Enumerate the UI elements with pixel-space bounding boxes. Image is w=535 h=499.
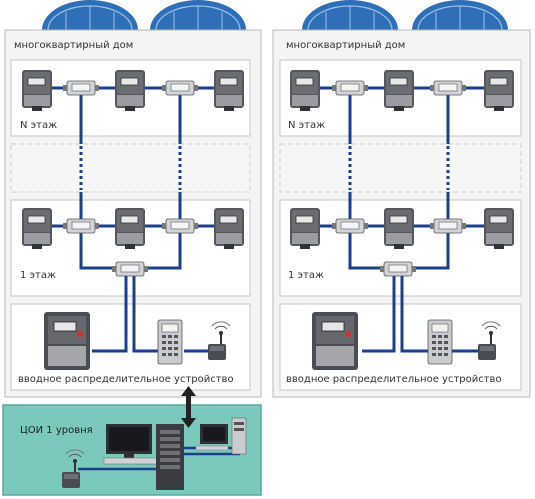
electricity-meter-icon [383, 69, 415, 112]
electricity-meter-icon [483, 69, 515, 112]
electricity-meter-icon [213, 207, 245, 250]
data-concentrator-icon [62, 80, 100, 96]
floor-label: 1 этаж [20, 270, 56, 281]
data-concentrator-icon [161, 218, 199, 234]
workstation-icon [195, 417, 247, 455]
floor-label: N этаж [20, 120, 57, 131]
coi-label: ЦОИ 1 уровня [20, 425, 93, 436]
data-concentrator-icon [429, 80, 467, 96]
computer-icon [103, 424, 161, 465]
data-concentrator-icon [161, 80, 199, 96]
floors-gap [279, 143, 522, 193]
data-collector-icon [427, 319, 453, 365]
data-concentrator-icon [429, 218, 467, 234]
building-title: многоквартирный дом [286, 40, 405, 51]
electricity-meter-icon [114, 69, 146, 112]
input-device-label: вводное распределительное устройство [18, 374, 234, 385]
electricity-meter-icon [114, 207, 146, 250]
data-concentrator-icon [331, 80, 369, 96]
roof-dome-icon [41, 0, 139, 31]
roof-dome-icon [301, 0, 399, 31]
data-concentrator-icon [111, 261, 149, 277]
electricity-meter-icon [213, 69, 245, 112]
electricity-meter-icon [21, 207, 53, 250]
floor-label: N этаж [288, 120, 325, 131]
input-device-label: вводное распределительное устройство [286, 374, 502, 385]
dotted-riser [79, 146, 182, 190]
floor-label: 1 этаж [288, 270, 324, 281]
data-concentrator-icon [62, 218, 100, 234]
electricity-meter-icon [21, 69, 53, 112]
building-2: многоквартирный дом N этаж [272, 0, 531, 398]
roof-dome-icon [149, 0, 247, 31]
coi-panel: ЦОИ 1 уровня [2, 386, 262, 496]
building-title: многоквартирный дом [14, 40, 133, 51]
roof-dome-icon [411, 0, 509, 31]
data-concentrator-icon [331, 218, 369, 234]
electricity-meter-icon [43, 311, 91, 371]
server-tower-icon [156, 424, 184, 490]
data-concentrator-icon [379, 261, 417, 277]
dotted-riser [348, 146, 450, 190]
two-way-arrow-icon [181, 386, 196, 428]
building-1: многоквартирный дом N этаж [4, 0, 262, 398]
electricity-meter-icon [289, 207, 321, 250]
electricity-meter-icon [483, 207, 515, 250]
data-collector-icon [157, 319, 183, 365]
electricity-meter-icon [383, 207, 415, 250]
electricity-meter-icon [289, 69, 321, 112]
electricity-meter-icon [311, 311, 359, 371]
floors-gap [10, 143, 251, 193]
